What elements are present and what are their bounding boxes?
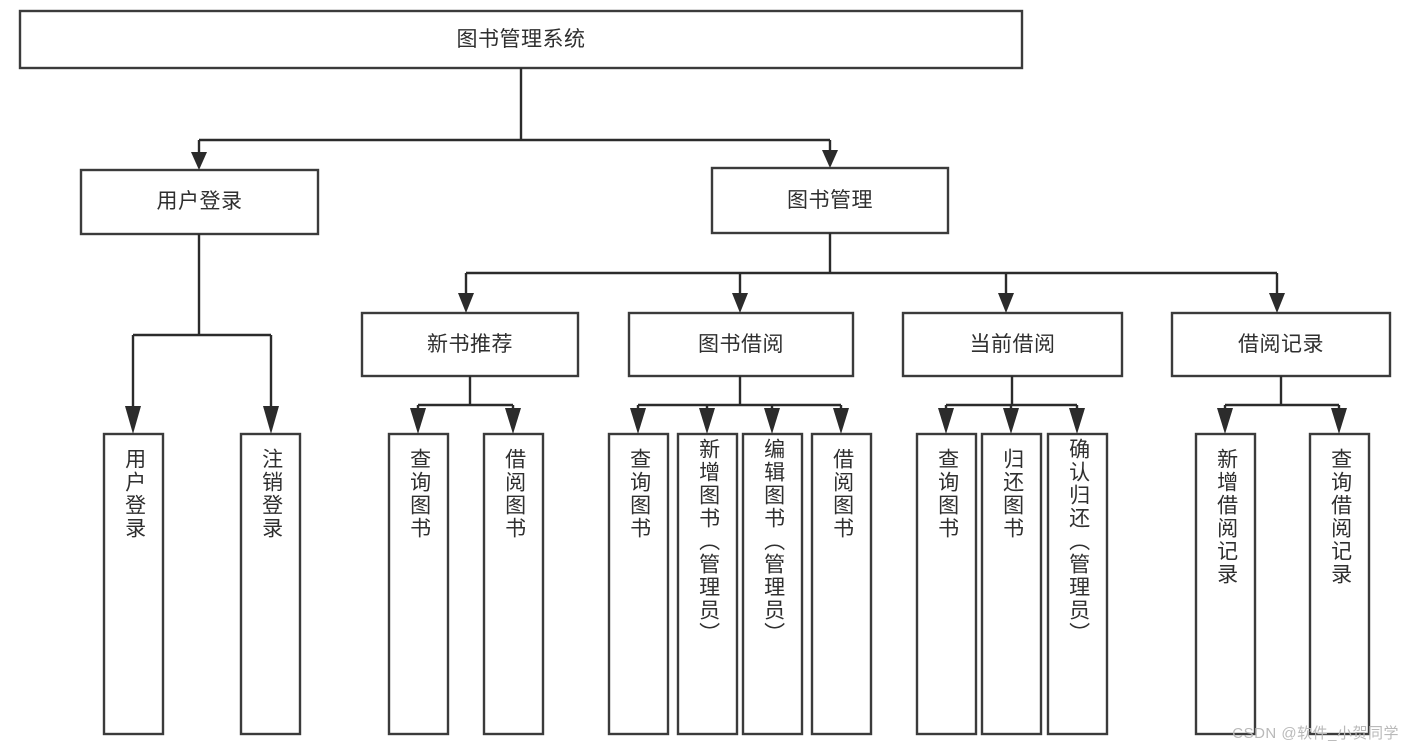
node-box-leaf-current-borrow-1[interactable] bbox=[980, 432, 1043, 736]
arrow-head-leaf-book-borrow-3 bbox=[833, 408, 849, 434]
node-box-book-management[interactable] bbox=[710, 166, 950, 235]
node-box-leaf-borrow-record-1[interactable] bbox=[1308, 432, 1371, 736]
arrow-head-leaf-user-login-0 bbox=[125, 406, 141, 434]
node-box-user-login[interactable] bbox=[79, 168, 320, 236]
arrow-head-current-borrow bbox=[998, 293, 1014, 313]
node-box-leaf-book-borrow-1[interactable] bbox=[676, 432, 739, 736]
arrow-head-leaf-book-borrow-2 bbox=[764, 408, 780, 434]
arrow-head-leaf-current-borrow-2 bbox=[1069, 408, 1085, 434]
arrow-head-leaf-borrow-record-0 bbox=[1217, 408, 1233, 434]
arrow-head-leaf-new-book-1 bbox=[505, 408, 521, 434]
node-box-borrow-record[interactable] bbox=[1170, 311, 1392, 378]
node-box-leaf-book-borrow-0[interactable] bbox=[607, 432, 670, 736]
node-box-book-borrow[interactable] bbox=[627, 311, 855, 378]
arrow-head-leaf-book-borrow-0 bbox=[630, 408, 646, 434]
node-box-leaf-current-borrow-2[interactable] bbox=[1046, 432, 1109, 736]
node-box-leaf-user-login-0[interactable] bbox=[102, 432, 165, 736]
node-box-leaf-book-borrow-3[interactable] bbox=[810, 432, 873, 736]
node-box-current-borrow[interactable] bbox=[901, 311, 1124, 378]
arrow-head-book-management bbox=[822, 150, 838, 168]
node-box-root[interactable] bbox=[18, 9, 1024, 70]
node-box-leaf-borrow-record-0[interactable] bbox=[1194, 432, 1257, 736]
node-box-leaf-user-login-1[interactable] bbox=[239, 432, 302, 736]
arrow-head-leaf-current-borrow-1 bbox=[1003, 408, 1019, 434]
arrow-head-user-login bbox=[191, 152, 207, 170]
node-box-leaf-new-book-0[interactable] bbox=[387, 432, 450, 736]
node-box-leaf-book-borrow-2[interactable] bbox=[741, 432, 804, 736]
node-box-leaf-new-book-1[interactable] bbox=[482, 432, 545, 736]
arrow-head-leaf-borrow-record-1 bbox=[1331, 408, 1347, 434]
arrow-head-new-book-recommend bbox=[458, 293, 474, 313]
arrow-head-leaf-book-borrow-1 bbox=[699, 408, 715, 434]
arrow-head-book-borrow bbox=[732, 293, 748, 313]
arrow-head-borrow-record bbox=[1269, 293, 1285, 313]
arrow-head-leaf-user-login-1 bbox=[263, 406, 279, 434]
node-box-leaf-current-borrow-0[interactable] bbox=[915, 432, 978, 736]
arrow-head-leaf-new-book-0 bbox=[410, 408, 426, 434]
node-box-new-book-recommend[interactable] bbox=[360, 311, 580, 378]
arrow-head-leaf-current-borrow-0 bbox=[938, 408, 954, 434]
